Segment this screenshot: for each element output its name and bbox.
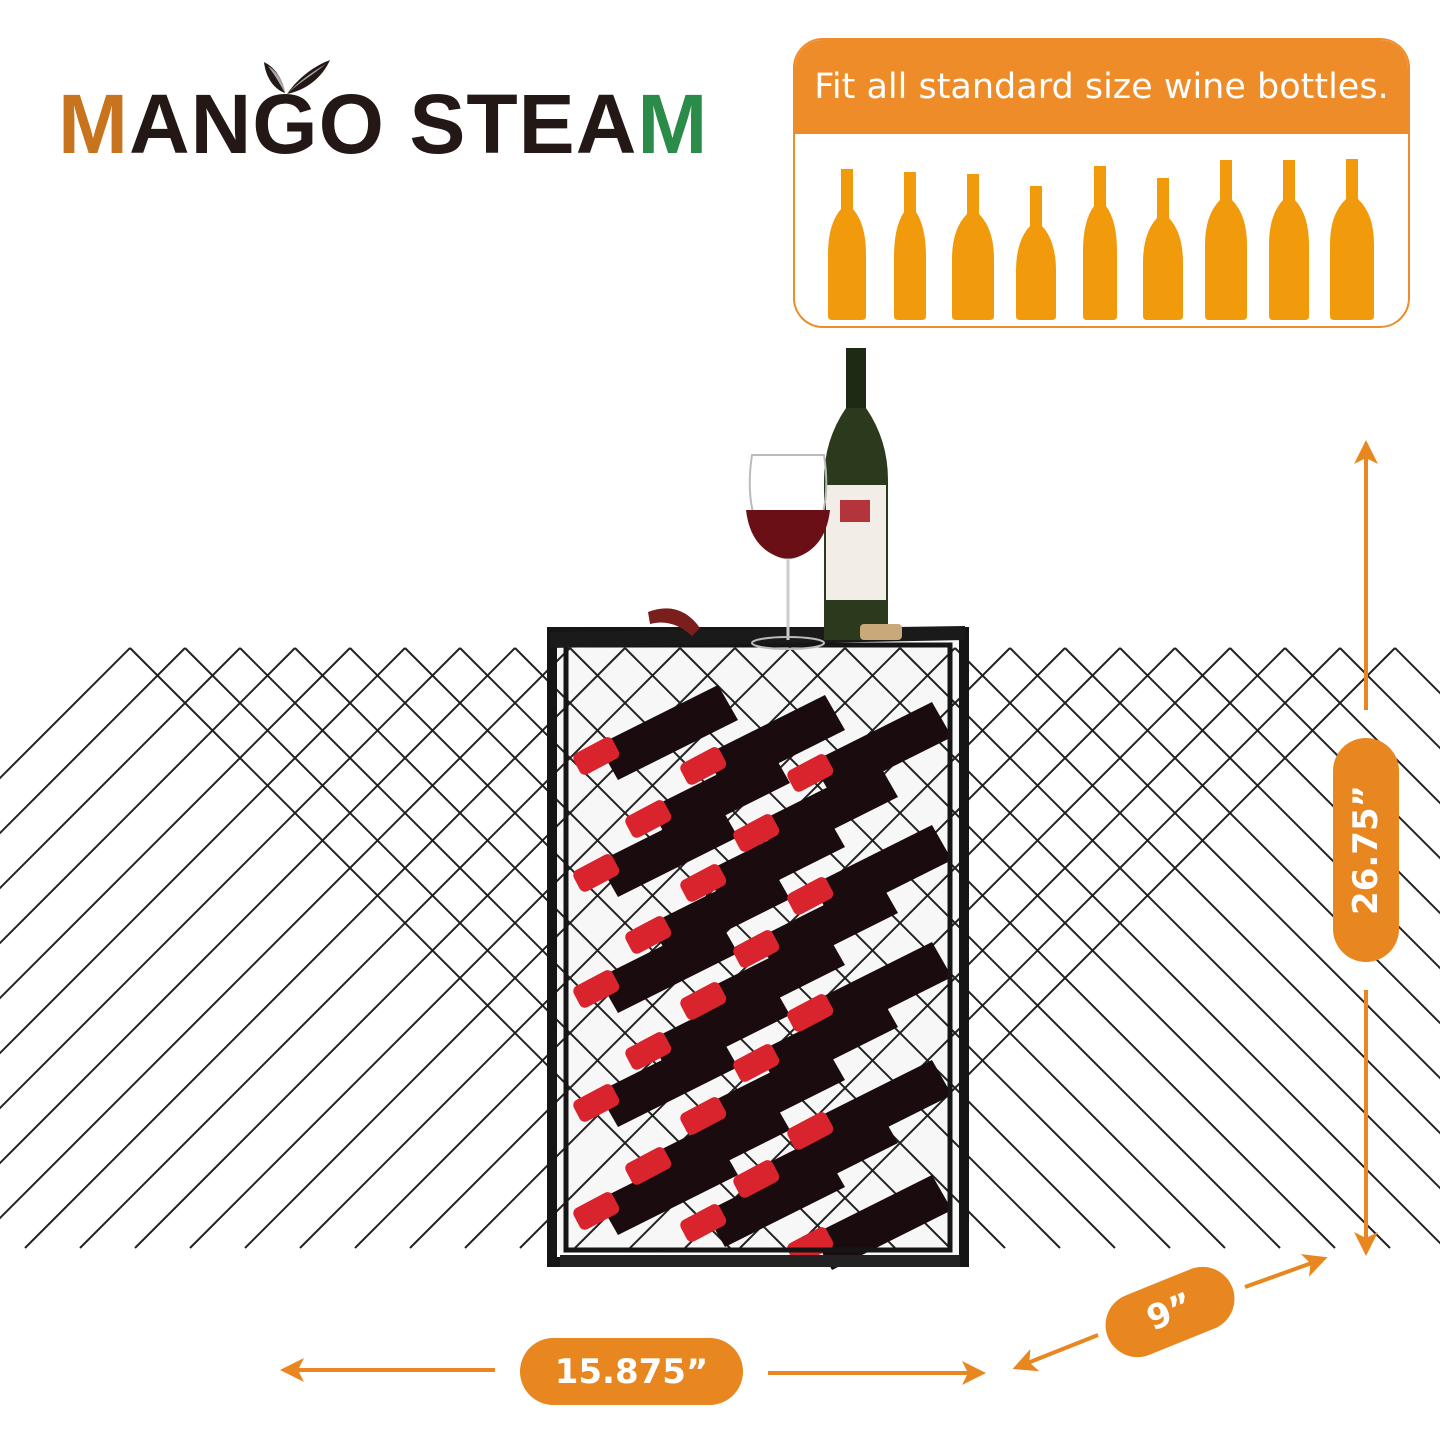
racked-bottle xyxy=(787,1060,952,1155)
lattice-bar xyxy=(190,648,790,1248)
lattice-bar xyxy=(0,648,405,1248)
bottle-silhouette-icon xyxy=(1016,186,1056,320)
bottle-silhouette-icon xyxy=(1083,166,1117,320)
lattice-bar xyxy=(735,648,1335,1248)
lattice-bar xyxy=(25,648,625,1248)
width-label: 15.875” xyxy=(520,1338,743,1405)
lattice-bar xyxy=(795,648,1395,1248)
bottle-compatibility-callout: Fit all standard size wine bottles. xyxy=(793,38,1410,328)
lattice-bar xyxy=(1175,648,1440,1248)
wine-glass xyxy=(746,454,830,650)
racked-bottle xyxy=(680,695,845,790)
cork xyxy=(860,624,902,640)
height-label: 26.75” xyxy=(1333,738,1399,962)
lattice-bar xyxy=(955,648,1440,1248)
depth-dimension xyxy=(1012,1254,1328,1372)
lattice-bar xyxy=(0,648,240,1248)
lattice-bar xyxy=(1010,648,1440,1248)
lattice-bar xyxy=(685,648,1285,1248)
racked-bottle xyxy=(787,702,952,797)
lattice-bar xyxy=(130,648,730,1248)
callout-title: Fit all standard size wine bottles. xyxy=(795,40,1408,134)
bottle-silhouette-icon xyxy=(1143,178,1183,320)
lattice-bar xyxy=(1395,648,1440,1248)
depth-value: 9” xyxy=(1141,1284,1199,1340)
wine-bottle xyxy=(824,348,888,640)
bottle-silhouette-icon xyxy=(1269,160,1309,320)
bottle-silhouette-icon xyxy=(1330,159,1374,320)
lattice-bar xyxy=(0,648,130,1248)
racked-bottle xyxy=(787,825,952,920)
width-value: 15.875” xyxy=(554,1351,709,1392)
leaf-icon xyxy=(264,60,330,94)
lattice-bar xyxy=(845,648,1440,1248)
bottle-silhouette-icon xyxy=(952,174,994,320)
bottle-silhouettes xyxy=(828,159,1374,320)
logo-text: MANGO STEAM xyxy=(58,77,709,171)
lattice-bar xyxy=(900,648,1440,1248)
lattice-bar xyxy=(1230,648,1440,1248)
width-dimension xyxy=(280,1358,986,1385)
height-value: 26.75” xyxy=(1346,785,1387,915)
corkscrew xyxy=(648,608,700,636)
lattice-bar xyxy=(0,648,515,1248)
lattice-bar xyxy=(0,648,460,1248)
racked-bottle xyxy=(787,942,952,1037)
lattice-bar xyxy=(1120,648,1440,1248)
lattice-bar xyxy=(0,648,350,1248)
lattice-bar xyxy=(0,648,570,1248)
wine-rack xyxy=(0,626,1440,1270)
racked-bottle xyxy=(573,685,738,780)
bottle-silhouette-icon xyxy=(1205,160,1247,320)
lattice-bar xyxy=(0,648,295,1248)
bottle-silhouette-icon xyxy=(894,172,926,320)
racked-bottle xyxy=(733,762,898,857)
lattice-bar xyxy=(0,648,185,1248)
bottle-silhouette-icon xyxy=(828,169,866,320)
lattice-bar xyxy=(80,648,680,1248)
brand-logo: MANGO STEAM xyxy=(58,60,718,170)
